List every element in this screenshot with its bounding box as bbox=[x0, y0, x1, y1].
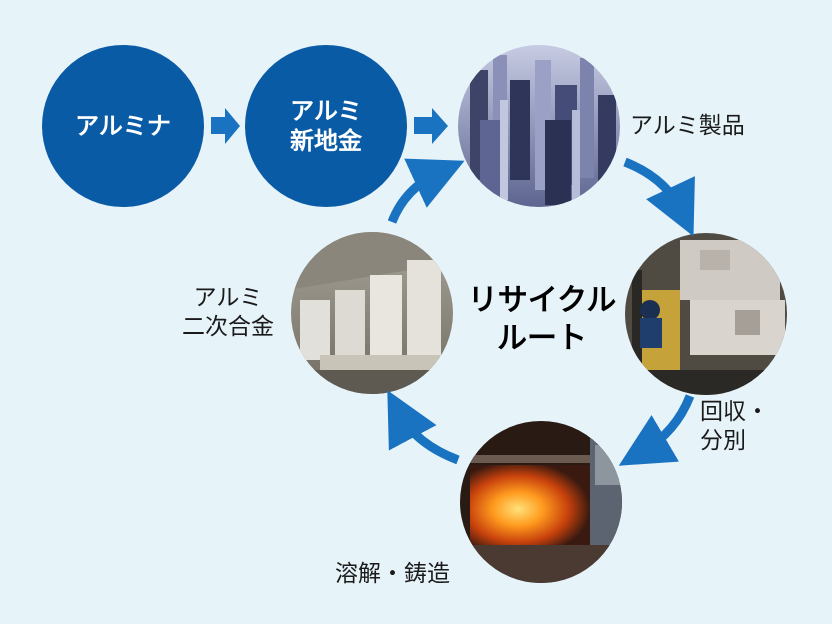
arrow-virgin-to-products bbox=[414, 108, 448, 144]
arrow-melting-to-secondary bbox=[387, 390, 460, 465]
melting-label: 溶解・鋳造 bbox=[335, 561, 450, 587]
scrap-bales-forklift-photo bbox=[625, 233, 787, 395]
secondary-line1: アルミ bbox=[193, 285, 263, 311]
arrow-secondary-to-products bbox=[387, 158, 465, 224]
ingot-warehouse-photo bbox=[291, 232, 453, 394]
virgin-metal-line1: アルミ bbox=[290, 97, 362, 125]
virgin-metal-line2: 新地金 bbox=[290, 127, 362, 155]
collection-label: 回収・ 分別 bbox=[700, 398, 780, 456]
products-label: アルミ製品 bbox=[630, 113, 745, 139]
arrow-products-to-collection bbox=[623, 157, 695, 237]
recycle-route-label: リサイクル ルート bbox=[452, 282, 632, 358]
arrow-alumina-to-virgin bbox=[211, 108, 240, 144]
alumina-label: アルミナ bbox=[75, 112, 171, 140]
secondary-label: アルミ 二次合金 bbox=[168, 284, 288, 342]
aluminum-extrusions-photo bbox=[458, 45, 620, 207]
arrow-collection-to-melting bbox=[618, 394, 695, 466]
collection-line2: 分別 bbox=[700, 428, 746, 454]
collection-line1: 回収・ bbox=[700, 399, 769, 425]
alumina-circle bbox=[42, 45, 204, 207]
recycle-route-line1: リサイクル bbox=[467, 283, 617, 318]
secondary-line2: 二次合金 bbox=[182, 314, 274, 340]
virgin-metal-label: アルミ 新地金 bbox=[266, 96, 386, 156]
virgin-metal-circle bbox=[245, 45, 407, 207]
recycle-route-line2: ルート bbox=[497, 321, 587, 356]
